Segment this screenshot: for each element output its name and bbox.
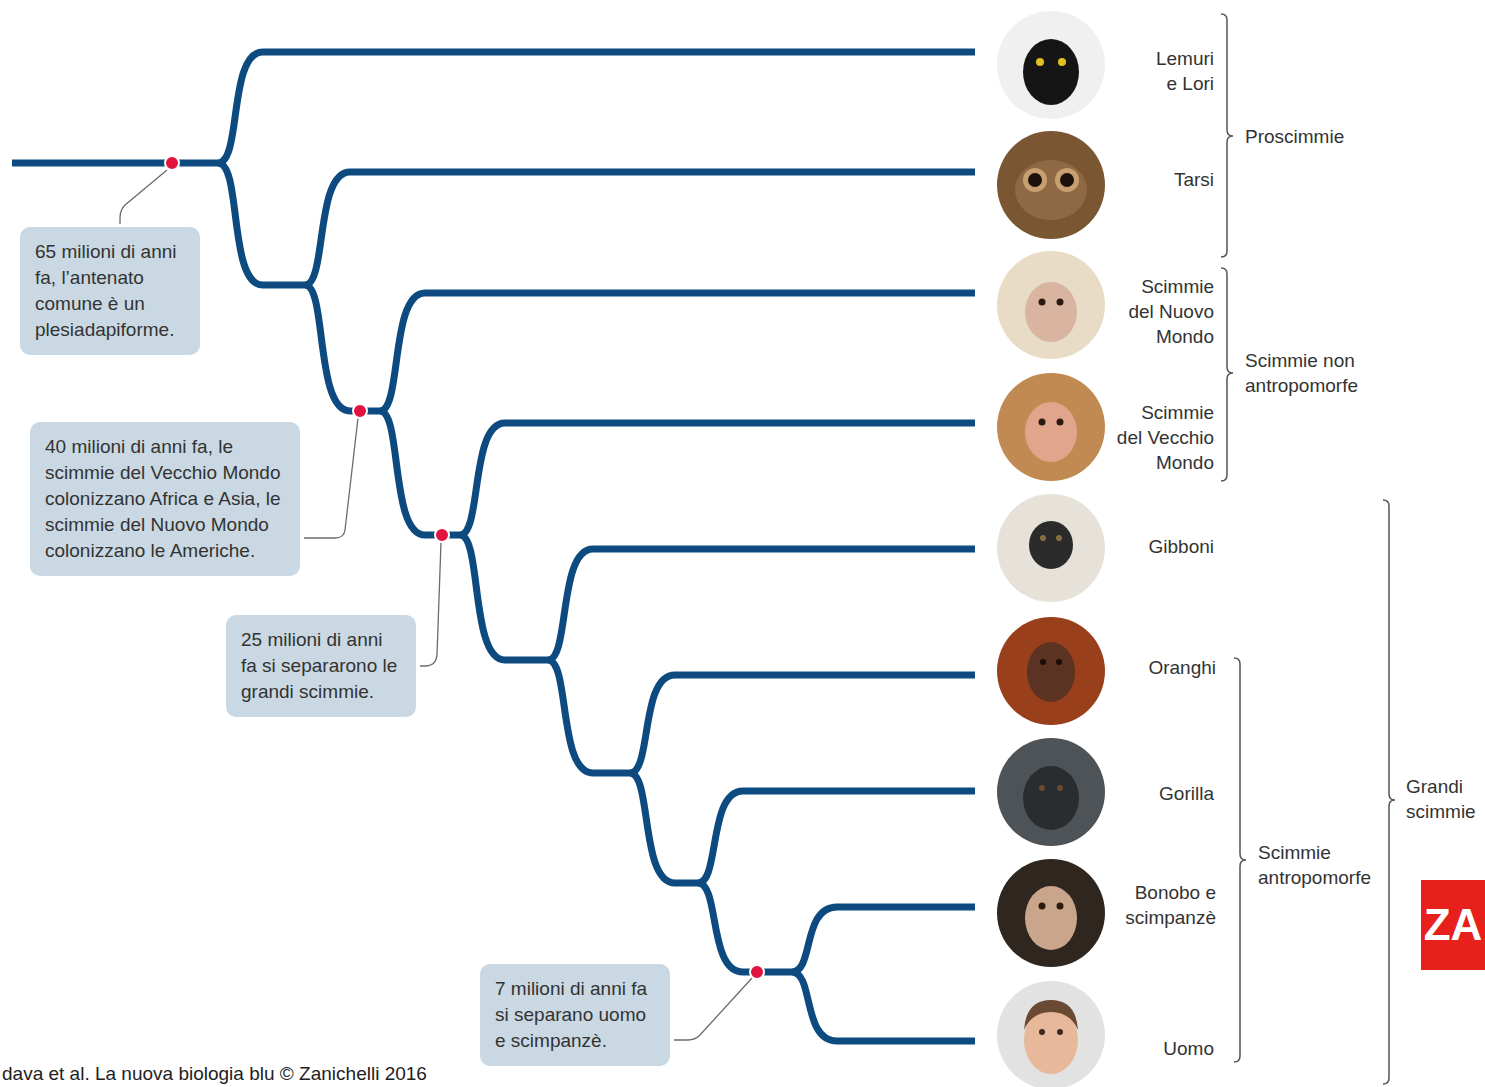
taxon-label: Lemuri e Lori	[1148, 46, 1214, 96]
group-label: Grandi scimmie	[1406, 774, 1480, 824]
callout-box: 40 milioni di anni fa, le scimmie del Ve…	[30, 422, 300, 576]
taxon-label: Gibboni	[1149, 534, 1215, 559]
group-label: Scimmie non antropomorfe	[1245, 348, 1365, 398]
group-brackets	[1221, 14, 1395, 1084]
taxon-label: Tarsi	[1174, 167, 1214, 192]
callout-box: 65 milioni di anni fa, l’antenato comune…	[20, 227, 200, 355]
primate-portraits	[997, 11, 1105, 1087]
taxon-label: Scimmie del Vecchio Mondo	[1113, 400, 1214, 475]
callout-text: 25 milioni di anni fa si separarono le g…	[241, 627, 401, 705]
copyright-note: dava et al. La nuova biologia blu © Zani…	[2, 1061, 427, 1086]
group-label: Proscimmie	[1245, 124, 1344, 149]
taxon-label: Oranghi	[1148, 655, 1216, 680]
callout-text: 7 milioni di anni fa si separano uomo e …	[495, 976, 655, 1054]
taxon-label: Gorilla	[1159, 781, 1214, 806]
taxon-label: Scimmie del Nuovo Mondo	[1122, 274, 1214, 349]
taxon-label: Uomo	[1163, 1036, 1214, 1061]
publisher-logo: ZA	[1421, 880, 1485, 970]
callout-text: 65 milioni di anni fa, l’antenato comune…	[35, 239, 185, 343]
tree-branches	[12, 52, 975, 1041]
callout-box: 25 milioni di anni fa si separarono le g…	[226, 615, 416, 717]
group-label: Scimmie antropomorfe	[1258, 840, 1378, 890]
taxon-label: Bonobo e scimpanzè	[1121, 880, 1216, 930]
leader-lines	[120, 170, 752, 1040]
callout-text: 40 milioni di anni fa, le scimmie del Ve…	[45, 434, 285, 564]
callout-box: 7 milioni di anni fa si separano uomo e …	[480, 964, 670, 1066]
